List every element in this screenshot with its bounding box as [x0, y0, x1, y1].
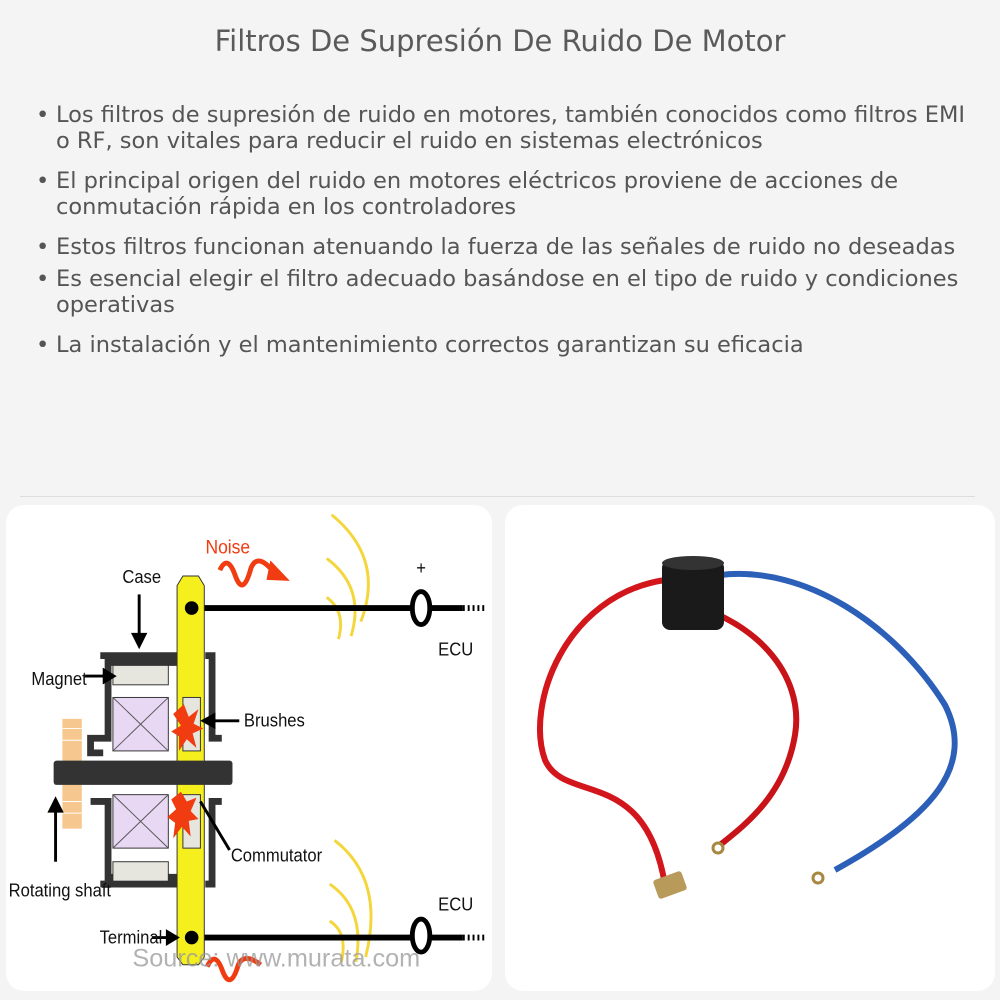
source-watermark: Source: www.murata.com [132, 945, 420, 973]
filter-photo [505, 505, 995, 991]
red-wire [537, 577, 668, 886]
ring-terminal [711, 841, 725, 855]
radiation-waves-top [325, 513, 370, 640]
ecu-label-top: ECU [438, 639, 473, 660]
magnet-label: Magnet [31, 668, 86, 689]
red-wire-2 [669, 597, 800, 848]
motor-noise-diagram: Noise Case Magnet Brushes Commutator Rot… [6, 505, 492, 991]
commutator-label: Commutator [231, 845, 322, 866]
bullet-connector [653, 871, 687, 899]
bullet-item: Los filtros de supresión de ruido en mot… [36, 102, 976, 154]
bullet-item: La instalación y el mantenimiento correc… [36, 332, 976, 358]
radiation-waves-bottom [328, 839, 373, 963]
ecu-label-bottom: ECU [438, 894, 473, 915]
spark-icon [167, 791, 199, 839]
rotating-shaft-label: Rotating shaft [9, 880, 112, 901]
noise-label: Noise [205, 536, 250, 558]
ring-terminal-2 [811, 871, 825, 885]
noise-wave-bottom [204, 956, 263, 983]
noise-wave-top [217, 558, 273, 588]
bullet-list: Los filtros de supresión de ruido en mot… [36, 102, 976, 372]
ecu-connector-top [409, 589, 433, 627]
terminal-label: Terminal [100, 927, 163, 948]
magnet [112, 664, 169, 686]
brushes-label: Brushes [244, 710, 305, 731]
spark-icon [171, 704, 204, 751]
ecu-connector-bottom [409, 916, 433, 955]
bullet-item: Es esencial elegir el filtro adecuado ba… [36, 266, 976, 318]
blue-wire [719, 570, 958, 873]
filter-core [662, 560, 724, 630]
divider [20, 496, 975, 497]
bullet-item: Estos filtros funcionan atenuando la fue… [36, 234, 976, 260]
plus-label: + [416, 557, 426, 578]
bullet-item: El principal origen del ruido en motores… [36, 168, 976, 220]
rotating-shaft [53, 760, 233, 785]
page-title: Filtros De Supresión De Ruido De Motor [214, 24, 786, 58]
case-label: Case [122, 566, 161, 587]
